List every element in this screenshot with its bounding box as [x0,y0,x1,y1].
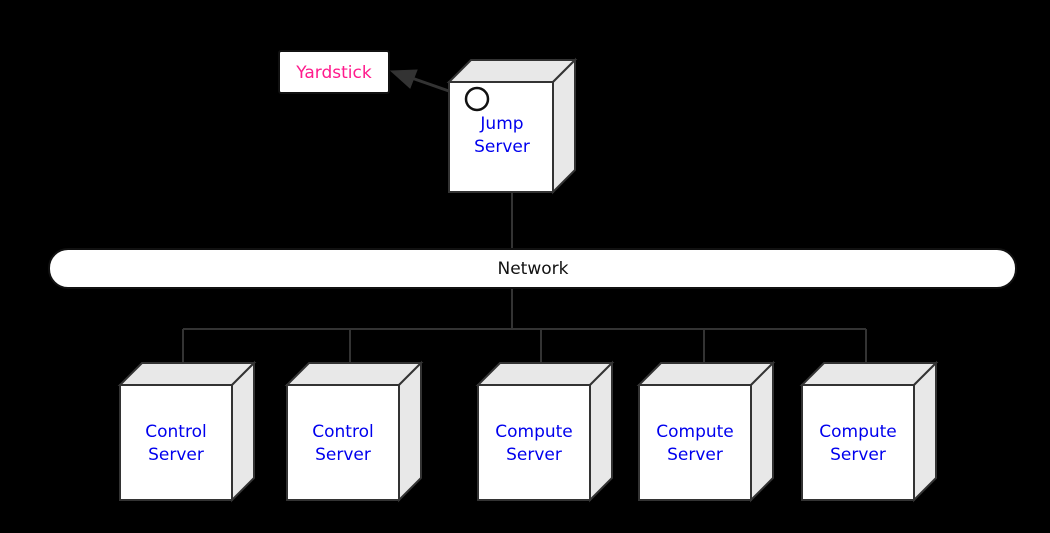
yardstick-node[interactable]: Yardstick [278,50,390,94]
jump-server-box-front[interactable] [448,81,554,193]
jump-server-box-side [552,57,576,195]
compute-server-2-box-side [750,360,774,503]
compute-server-1-box-front[interactable] [477,384,591,501]
control-server-2-label-line1: Control [312,422,373,442]
control-server-1-box-side [231,360,255,503]
network-node[interactable]: Network [48,248,1017,289]
arrow-head-icon [389,69,418,89]
jump-server-label-line2: Server [474,137,530,157]
compute-server-2-node[interactable]: Compute Server [636,360,776,503]
control-server-2-node[interactable]: Control Server [284,360,424,503]
compute-server-3-node[interactable]: Compute Server [799,360,939,503]
compute-server-3-label-line1: Compute [819,422,897,442]
control-server-1-label-line1: Control [145,422,206,442]
compute-server-3-label-line2: Server [830,445,886,465]
compute-server-1-label-line1: Compute [495,422,573,442]
control-server-1-node[interactable]: Control Server [117,360,257,503]
control-server-2-label-line2: Server [315,445,371,465]
control-server-1-box-front[interactable] [119,384,233,501]
compute-server-1-box-side [589,360,613,503]
compute-server-2-label-line1: Compute [656,422,734,442]
network-bar[interactable] [48,248,1017,289]
yardstick-label: Yardstick [295,63,372,83]
control-server-2-box-side [398,360,422,503]
network-label: Network [498,259,569,279]
compute-server-1-label-line2: Server [506,445,562,465]
compute-server-1-node[interactable]: Compute Server [475,360,615,503]
jump-server-node[interactable]: Jump Server [446,57,578,195]
compute-server-2-box-front[interactable] [638,384,752,501]
jump-server-label-line1: Jump [479,114,523,134]
compute-server-3-box-side [913,360,937,503]
yardstick-box[interactable] [278,50,390,94]
compute-server-2-label-line2: Server [667,445,723,465]
interface-lollipop-icon[interactable] [464,86,490,112]
compute-server-3-box-front[interactable] [801,384,915,501]
control-server-2-box-front[interactable] [286,384,400,501]
control-server-1-label-line2: Server [148,445,204,465]
